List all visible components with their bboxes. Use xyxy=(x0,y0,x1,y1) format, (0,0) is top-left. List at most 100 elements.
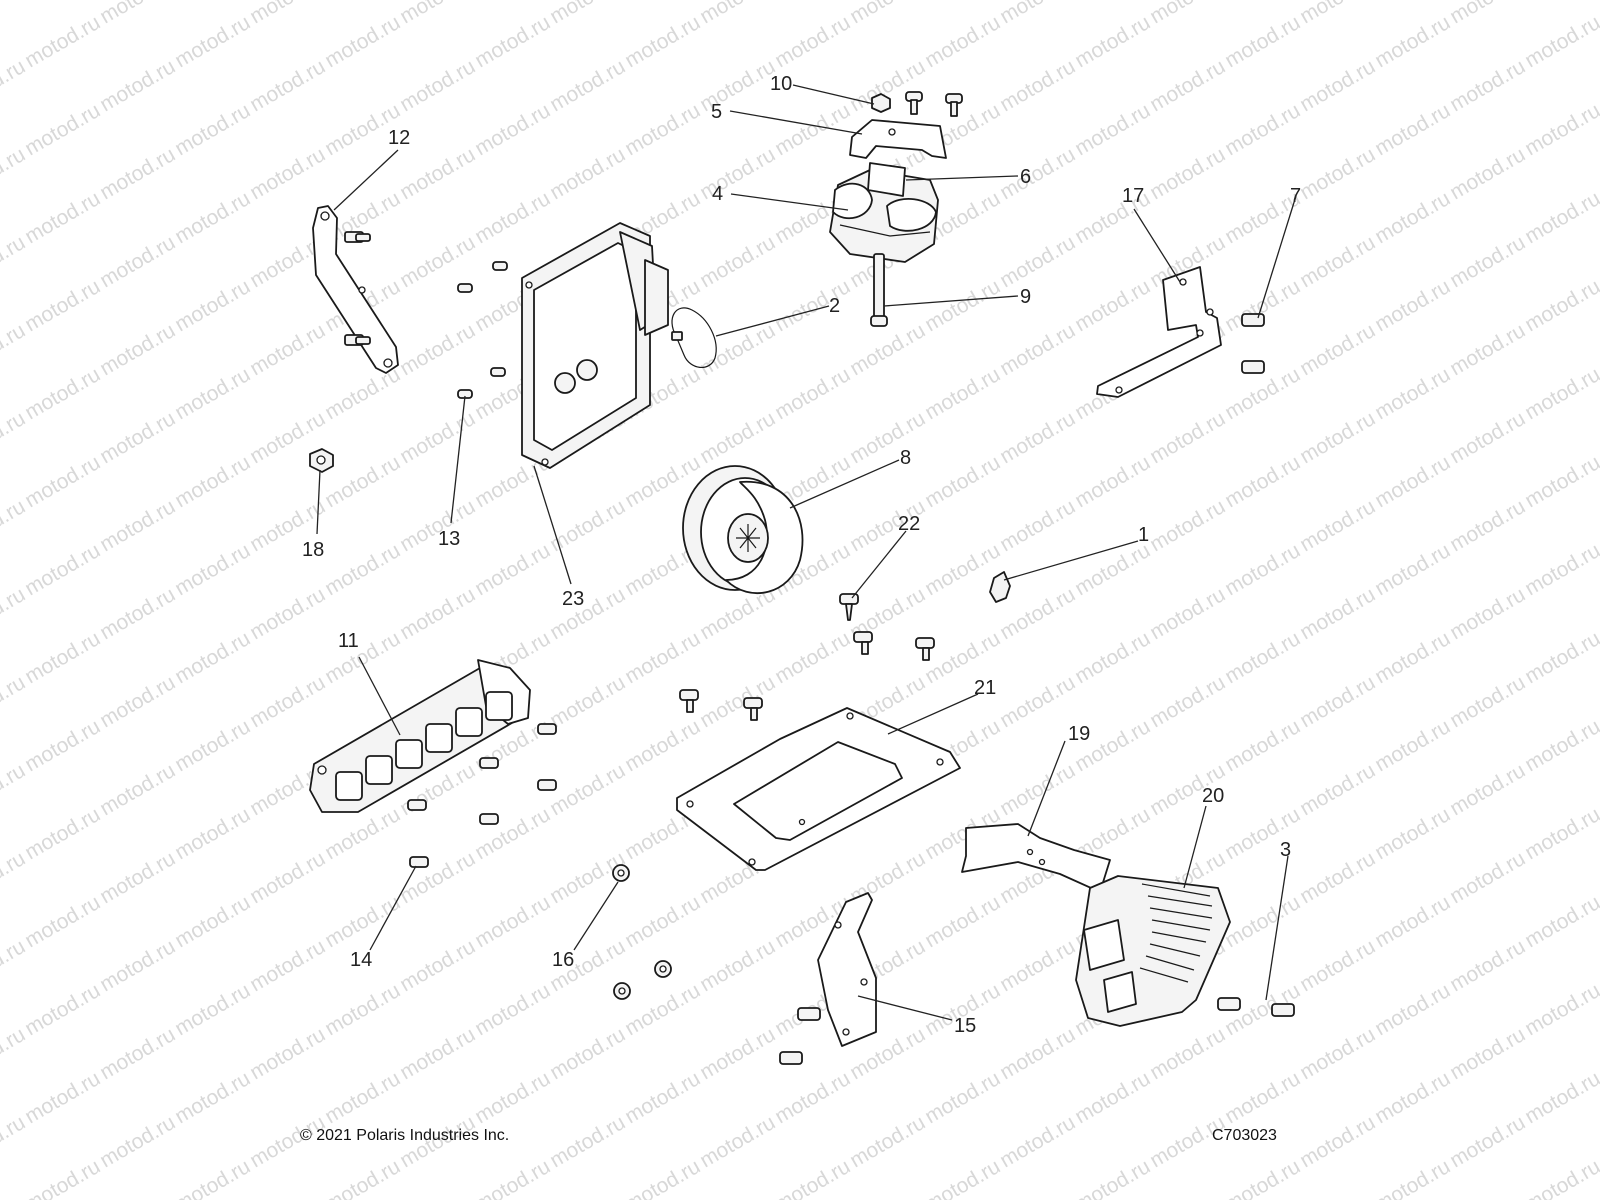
watermark-text: motod.ru xyxy=(1521,11,1600,72)
callout-18: 18 xyxy=(302,539,324,561)
watermark-text: motod.ru xyxy=(1446,143,1529,204)
watermark-text: motod.ru xyxy=(546,55,629,116)
watermark-text: motod.ru xyxy=(546,671,629,732)
watermark-text: motod.ru xyxy=(696,935,779,996)
watermark-text: motod.ru xyxy=(1521,891,1600,952)
watermark-text: motod.ru xyxy=(0,671,29,732)
watermark-text: motod.ru xyxy=(471,803,554,864)
watermark-text: motod.ru xyxy=(321,11,404,72)
watermark-text: motod.ru xyxy=(0,583,29,644)
watermark-text: motod.ru xyxy=(696,319,779,380)
watermark-text: motod.ru xyxy=(846,319,929,380)
watermark-text: motod.ru xyxy=(0,495,29,556)
watermark-text: motod.ru xyxy=(396,847,479,908)
watermark-text: motod.ru xyxy=(246,671,329,732)
watermark-text: motod.ru xyxy=(1221,1155,1304,1200)
watermark-text: motod.ru xyxy=(1521,1155,1600,1200)
watermark-text: motod.ru xyxy=(1221,11,1304,72)
watermark-text: motod.ru xyxy=(1071,99,1154,160)
watermark-text: motod.ru xyxy=(471,891,554,952)
part-1-clip xyxy=(989,571,1011,603)
watermark-text: motod.ru xyxy=(771,627,854,688)
watermark-text: motod.ru xyxy=(1296,1111,1379,1172)
callout-20: 20 xyxy=(1202,785,1224,807)
watermark-text: motod.ru xyxy=(21,627,104,688)
watermark-text: motod.ru xyxy=(1296,847,1379,908)
watermark-text: motod.ru xyxy=(1221,1067,1304,1128)
watermark-text: motod.ru xyxy=(771,11,854,72)
watermark-text: motod.ru xyxy=(1371,803,1454,864)
part-2-cable-tie xyxy=(671,307,717,368)
watermark-text: motod.ru xyxy=(1446,583,1529,644)
watermark-text: motod.ru xyxy=(21,11,104,72)
callout-6: 6 xyxy=(1020,166,1031,188)
watermark-text: motod.ru xyxy=(0,1023,29,1084)
watermark-text: motod.ru xyxy=(771,1067,854,1128)
watermark-text: motod.ru xyxy=(171,539,254,600)
part-15-bracket xyxy=(817,892,877,1047)
watermark-text: motod.ru xyxy=(696,1111,779,1172)
part-17-bracket xyxy=(1096,266,1222,398)
watermark-text: motod.ru xyxy=(1146,407,1229,468)
watermark-text: motod.ru xyxy=(1146,1023,1229,1084)
watermark-text: motod.ru xyxy=(996,407,1079,468)
watermark-text: motod.ru xyxy=(1521,451,1600,512)
watermark-text: motod.ru xyxy=(0,55,29,116)
watermark-text: motod.ru xyxy=(1371,275,1454,336)
watermark-text: motod.ru xyxy=(396,55,479,116)
watermark-text: motod.ru xyxy=(171,803,254,864)
watermark-text: motod.ru xyxy=(321,539,404,600)
watermark-text: motod.ru xyxy=(246,143,329,204)
watermark-text: motod.ru xyxy=(1296,759,1379,820)
watermark-text: motod.ru xyxy=(771,275,854,336)
watermark-text: motod.ru xyxy=(996,671,1079,732)
watermark-text: motod.ru xyxy=(246,0,329,28)
watermark-text: motod.ru xyxy=(1521,627,1600,688)
watermark-text: motod.ru xyxy=(1221,451,1304,512)
watermark-text: motod.ru xyxy=(1446,1111,1529,1172)
watermark-text: motod.ru xyxy=(1146,495,1229,556)
watermark-text: motod.ru xyxy=(1371,715,1454,776)
watermark-text: motod.ru xyxy=(921,11,1004,72)
watermark-text: motod.ru xyxy=(321,979,404,1040)
watermark-text: motod.ru xyxy=(621,1067,704,1128)
callout-labels: 1 2 3 4 5 6 7 8 9 10 11 12 13 14 15 16 1… xyxy=(302,73,1301,1037)
watermark-text: motod.ru xyxy=(96,759,179,820)
watermark-text: motod.ru xyxy=(771,99,854,160)
watermark-text: motod.ru xyxy=(621,627,704,688)
watermark-text: motod.ru xyxy=(21,363,104,424)
watermark-text: motod.ru xyxy=(1521,275,1600,336)
watermark-text: motod.ru xyxy=(1521,539,1600,600)
watermark-text: motod.ru xyxy=(996,231,1079,292)
watermark-text: motod.ru xyxy=(546,1023,629,1084)
callout-11: 11 xyxy=(338,630,359,652)
watermark-text: motod.ru xyxy=(1071,11,1154,72)
watermark-text: motod.ru xyxy=(996,143,1079,204)
watermark-text: motod.ru xyxy=(921,275,1004,336)
watermark-text: motod.ru xyxy=(96,319,179,380)
watermark-text: motod.ru xyxy=(21,715,104,776)
callout-22: 22 xyxy=(898,513,920,535)
watermark-text: motod.ru xyxy=(696,55,779,116)
watermark-text: motod.ru xyxy=(0,0,29,28)
watermark-text: motod.ru xyxy=(1371,1067,1454,1128)
callout-16: 16 xyxy=(552,949,574,971)
watermark-text: motod.ru xyxy=(396,407,479,468)
watermark-text: motod.ru xyxy=(1446,319,1529,380)
watermark-text: motod.ru xyxy=(396,583,479,644)
watermark-text: motod.ru xyxy=(396,0,479,28)
watermark-text: motod.ru xyxy=(21,451,104,512)
watermark-text: motod.ru xyxy=(21,979,104,1040)
watermark-text: motod.ru xyxy=(1296,671,1379,732)
callout-23: 23 xyxy=(562,588,584,610)
watermark-text: motod.ru xyxy=(921,891,1004,952)
watermark-text: motod.ru xyxy=(1521,715,1600,776)
watermark-text: motod.ru xyxy=(96,0,179,28)
watermark-text: motod.ru xyxy=(246,847,329,908)
watermark-text: motod.ru xyxy=(1371,451,1454,512)
watermark-text: motod.ru xyxy=(921,451,1004,512)
watermark-text: motod.ru xyxy=(921,1067,1004,1128)
watermark-text: motod.ru xyxy=(546,495,629,556)
part-10-hardware xyxy=(871,91,963,117)
part-18-nut xyxy=(309,448,334,473)
